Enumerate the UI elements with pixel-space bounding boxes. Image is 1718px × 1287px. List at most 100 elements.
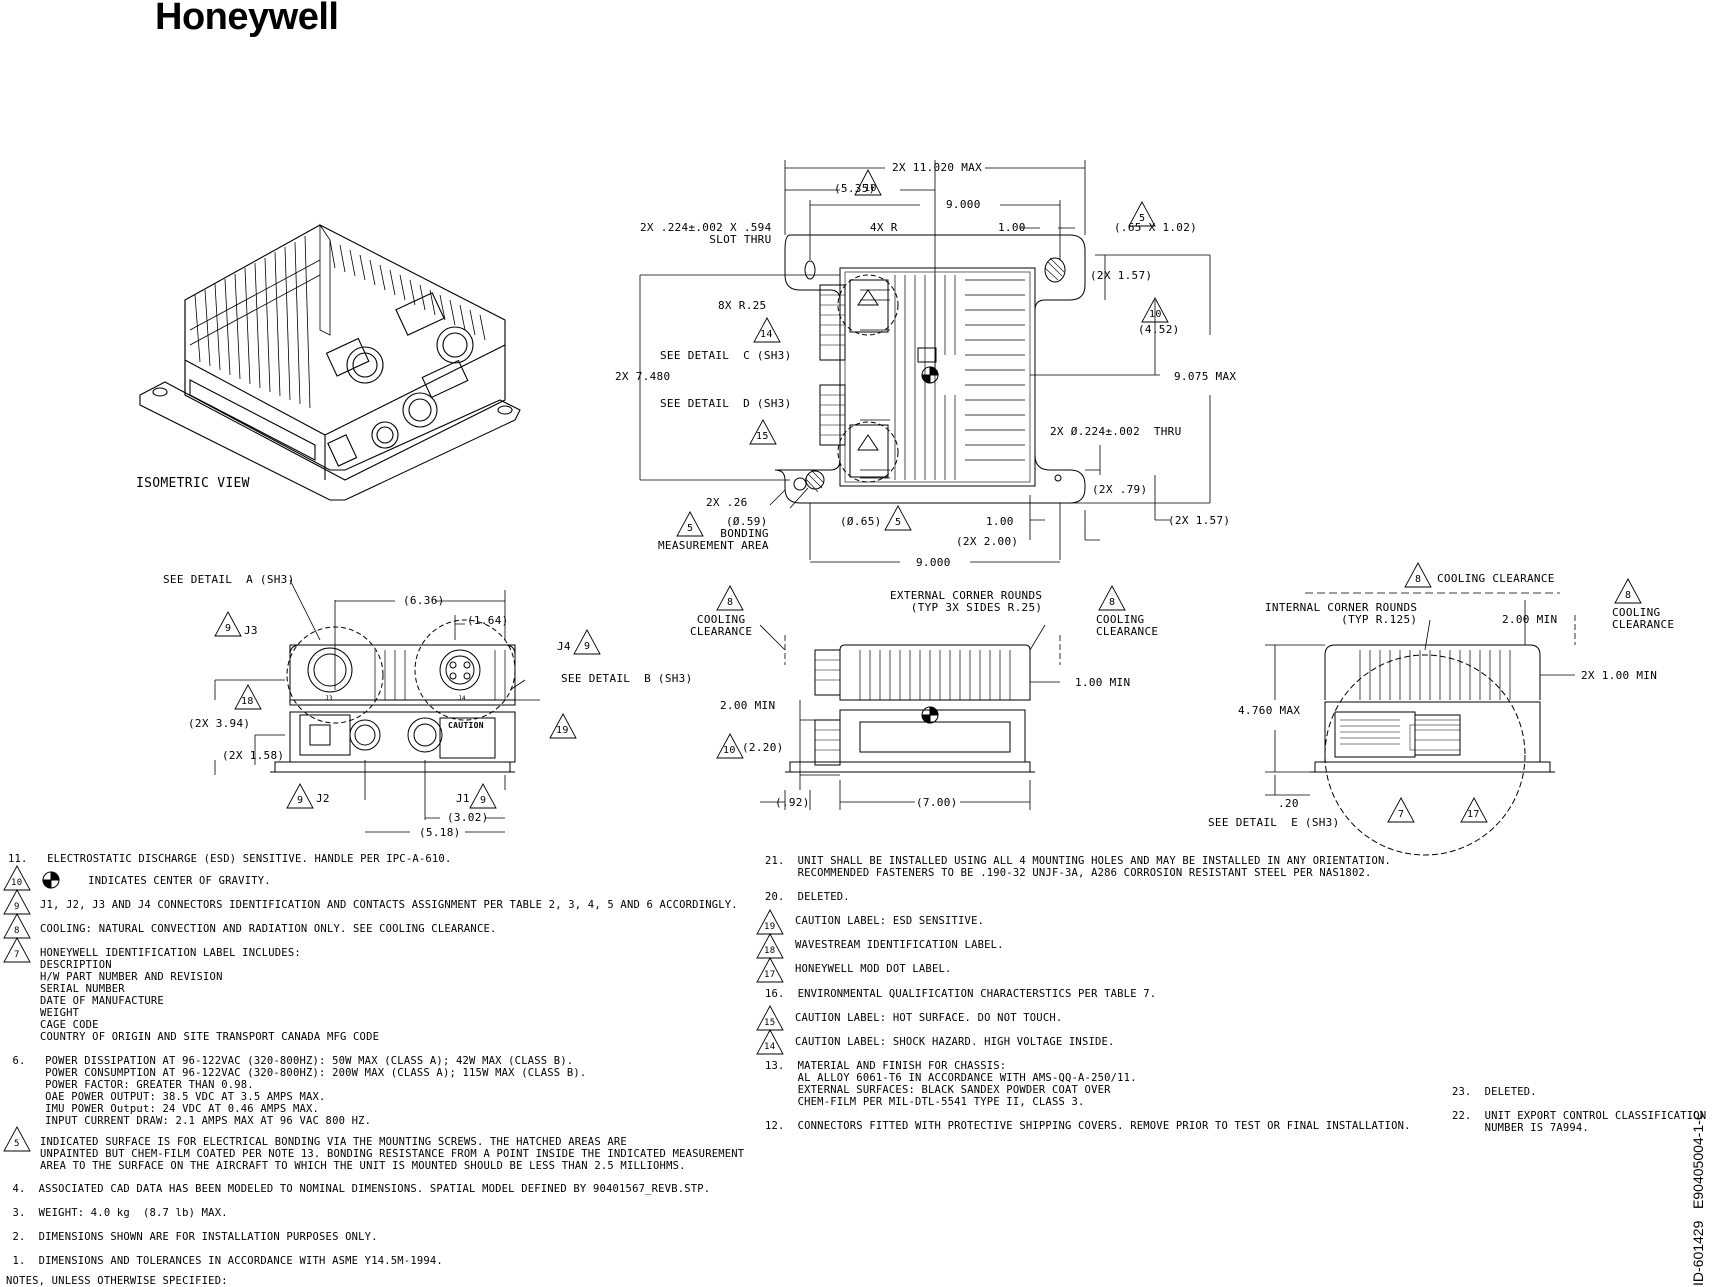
dim-height-7480: 2X 7.480 xyxy=(615,370,671,383)
label-j3: J3 xyxy=(244,624,258,637)
note-22: 22. UNIT EXPORT CONTROL CLASSIFICATION N… xyxy=(1452,1110,1707,1134)
flag-5-c: 5 xyxy=(895,517,902,528)
flag-9-a: 9 xyxy=(225,623,232,634)
note-10: INDICATES CENTER OF GRAVITY. xyxy=(36,875,271,887)
flag-9-b: 9 xyxy=(584,641,591,652)
flag-9-c: 9 xyxy=(297,795,304,806)
note-16: 16. ENVIRONMENTAL QUALIFICATION CHARACTE… xyxy=(765,988,1157,1000)
isometric-view xyxy=(139,223,521,501)
flag-8-a: 8 xyxy=(727,597,734,608)
note-6: 6. POWER DISSIPATION AT 96-122VAC (320-8… xyxy=(12,1055,587,1127)
note-flag-14: 14 xyxy=(764,1042,776,1052)
flag-7: 7 xyxy=(1398,809,1405,820)
flag-18: 18 xyxy=(241,696,254,707)
external-corner-rounds: EXTERNAL CORNER ROUNDS (TYP 3X SIDES R.2… xyxy=(890,589,1043,614)
cooling-clearance-left: COOLING CLEARANCE xyxy=(690,613,753,638)
dim-636: (6.36) xyxy=(403,594,445,607)
dim-100-top: 1.00 xyxy=(998,221,1026,234)
flag-14: 14 xyxy=(760,329,773,340)
dim-d65: (Ø.65) xyxy=(840,515,882,528)
note-11: 11. ELECTROSTATIC DISCHARGE (ESD) SENSIT… xyxy=(8,853,452,865)
dim-4760-max: 4.760 MAX xyxy=(1238,704,1301,717)
note-12: 12. CONNECTORS FITTED WITH PROTECTIVE SH… xyxy=(765,1120,1411,1132)
label-j2: J2 xyxy=(316,792,330,805)
front-view xyxy=(214,579,540,833)
flag-8-d: 8 xyxy=(1625,590,1632,601)
note-5: INDICATED SURFACE IS FOR ELECTRICAL BOND… xyxy=(40,1136,745,1172)
dim-394: (2X 3.94) xyxy=(188,717,251,730)
note-1: 1. DIMENSIONS AND TOLERANCES IN ACCORDAN… xyxy=(6,1255,443,1267)
dim-9075-max: 9.075 MAX xyxy=(1174,370,1237,383)
dim-100-bot: 1.00 xyxy=(986,515,1014,528)
dim-164: (1.64) xyxy=(467,614,509,627)
note-3: 3. WEIGHT: 4.0 kg (8.7 lb) MAX. xyxy=(6,1207,228,1219)
flag-8-c: 8 xyxy=(1415,574,1422,585)
note-7: HONEYWELL IDENTIFICATION LABEL INCLUDES:… xyxy=(40,947,380,1043)
note-9: J1, J2, J3 AND J4 CONNECTORS IDENTIFICAT… xyxy=(40,899,738,911)
dim-157-bot: (2X 1.57) xyxy=(1168,514,1231,527)
side-view xyxy=(759,624,1061,810)
dim-200: (2X 2.00) xyxy=(956,535,1019,548)
flag-5-b: 5 xyxy=(687,523,694,534)
cooling-clearance-top: COOLING CLEARANCE xyxy=(1437,572,1555,585)
dim-535: (5.35) xyxy=(834,182,876,195)
bonding-area-label: BONDING MEASUREMENT AREA xyxy=(658,527,769,552)
slot-callout: 2X .224±.002 X .594 SLOT THRU xyxy=(640,221,772,246)
note-flag-9: 9 xyxy=(14,902,20,912)
label-j4: J4 xyxy=(557,640,571,653)
flag-10-c: 10 xyxy=(723,745,736,756)
note-19: CAUTION LABEL: ESD SENSITIVE. xyxy=(795,915,985,927)
note-20: 20. DELETED. xyxy=(765,891,850,903)
cooling-clearance-end: COOLING CLEARANCE xyxy=(1612,606,1675,631)
dim-452: (4.52) xyxy=(1138,323,1180,336)
corner-radius-callout: 4X R xyxy=(870,221,898,234)
dim-020: .20 xyxy=(1278,797,1299,810)
detail-c: SEE DETAIL C (SH3) xyxy=(660,349,792,362)
dim-026: 2X .26 xyxy=(706,496,748,509)
label-j1: J1 xyxy=(456,792,470,805)
flag-8-b: 8 xyxy=(1109,597,1116,608)
note-23: 23. DELETED. xyxy=(1452,1086,1537,1098)
radius-r25: 8X R.25 xyxy=(718,299,767,312)
conn-j4-mark: J4 xyxy=(458,695,466,702)
flag-5-a: 5 xyxy=(1139,213,1146,224)
note-flag-18: 18 xyxy=(764,946,776,956)
dim-157-top: (2X 1.57) xyxy=(1090,269,1153,282)
note-4: 4. ASSOCIATED CAD DATA HAS BEEN MODELED … xyxy=(6,1183,711,1195)
dim-700: (7.00) xyxy=(916,796,958,809)
slot-size: (.65 X 1.02) xyxy=(1114,221,1198,234)
flag-9-d: 9 xyxy=(480,795,487,806)
drawing-id: ID-601429 E90405004-1-C xyxy=(1690,1110,1706,1286)
dim-overall-width: 2X 11.020 MAX xyxy=(892,161,982,174)
flag-15: 15 xyxy=(756,431,769,442)
detail-e: SEE DETAIL E (SH3) xyxy=(1208,816,1340,829)
notes-header: NOTES, UNLESS OTHERWISE SPECIFIED: xyxy=(6,1275,228,1287)
note-14: CAUTION LABEL: SHOCK HAZARD. HIGH VOLTAG… xyxy=(795,1036,1115,1048)
cooling-clearance-right: COOLING CLEARANCE xyxy=(1096,613,1159,638)
flag-triangles xyxy=(3,169,1642,1152)
dim-end-200-min: 2.00 MIN xyxy=(1502,613,1558,626)
isometric-view-title: ISOMETRIC VIEW xyxy=(136,476,250,491)
detail-a: SEE DETAIL A (SH3) xyxy=(163,573,295,586)
dim-9000-bot: 9.000 xyxy=(916,556,951,569)
dim-d59: (Ø.59) xyxy=(726,515,768,528)
caution-label: CAUTION xyxy=(448,721,484,730)
detail-d: SEE DETAIL D (SH3) xyxy=(660,397,792,410)
note-flag-7: 7 xyxy=(14,950,20,960)
note-17: HONEYWELL MOD DOT LABEL. xyxy=(795,963,952,975)
note-flag-19: 19 xyxy=(764,922,776,932)
honeywell-logo: Honeywell xyxy=(155,0,339,38)
flag-19: 19 xyxy=(556,725,569,736)
dim-158: (2X 1.58) xyxy=(222,749,285,762)
note-flag-17: 17 xyxy=(764,970,776,980)
note-flag-8: 8 xyxy=(14,926,20,936)
flag-10-a: 10 xyxy=(864,183,877,194)
note-15: CAUTION LABEL: HOT SURFACE. DO NOT TOUCH… xyxy=(795,1012,1063,1024)
dim-100-min: 1.00 MIN xyxy=(1075,676,1131,689)
internal-corner-rounds: INTERNAL CORNER ROUNDS (TYP R.125) xyxy=(1265,601,1418,626)
flag-10-b: 10 xyxy=(1149,309,1162,320)
dim-302: (3.02) xyxy=(447,811,489,824)
flag-17: 17 xyxy=(1467,809,1480,820)
conn-j3-mark: J3 xyxy=(325,695,333,702)
